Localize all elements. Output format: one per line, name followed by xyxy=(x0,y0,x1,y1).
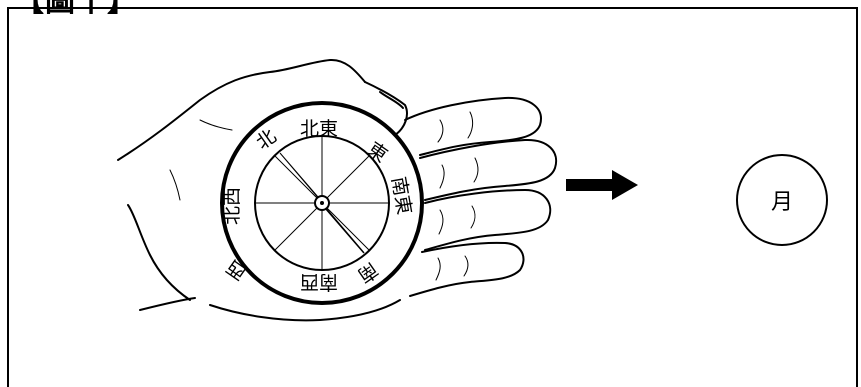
hand-compass-illustration: 北 北東 東 南東 南 南西 西 北西 xyxy=(0,0,861,378)
moon-circle: 月 xyxy=(736,154,828,246)
moon-label: 月 xyxy=(771,184,793,216)
label-northeast: 北東 xyxy=(300,118,338,140)
right-arrow-icon xyxy=(566,170,638,200)
label-northwest: 北西 xyxy=(221,187,243,225)
label-southwest: 南西 xyxy=(300,271,338,293)
